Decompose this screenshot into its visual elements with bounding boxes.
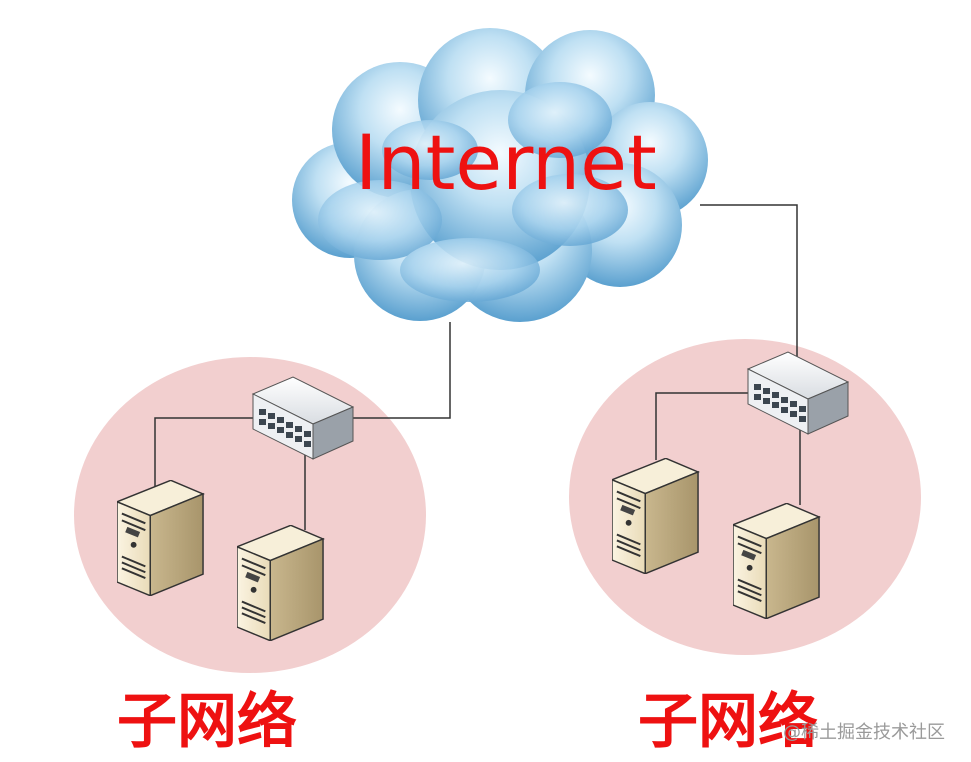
server-icon	[237, 525, 325, 641]
link-left-switch-server1	[154, 417, 258, 493]
switch-icon	[746, 351, 850, 435]
subnet-left-label: 子网络	[117, 687, 297, 757]
link-cloud-left-switch	[350, 322, 451, 419]
cloud-icon	[292, 28, 708, 322]
server-icon	[117, 480, 205, 596]
network-links	[154, 204, 801, 530]
server-icon	[612, 458, 700, 574]
link-cloud-right-switch	[700, 204, 798, 360]
internet-label: Internet	[355, 118, 657, 207]
subnet-right-label: 子网络	[638, 687, 818, 757]
switch-icon	[251, 376, 355, 460]
server-icon	[733, 503, 821, 619]
watermark: @稀土掘金技术社区	[783, 722, 945, 743]
link-right-switch-server1	[655, 392, 752, 460]
